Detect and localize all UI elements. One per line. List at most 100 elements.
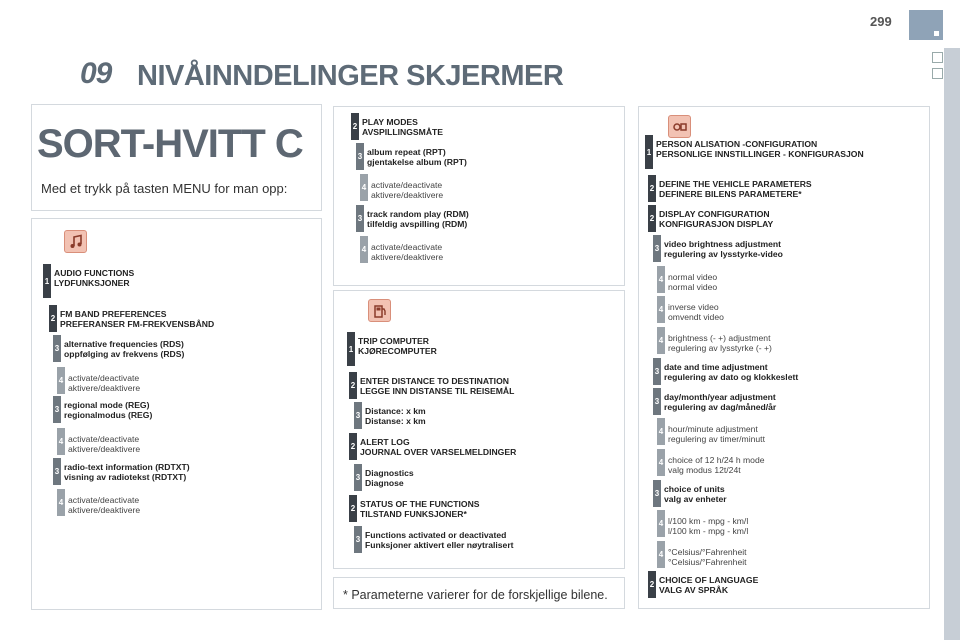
menu-item-english: track random play (RDM) (367, 209, 469, 219)
menu-item-norwegian: Funksjoner aktivert eller nøytralisert (365, 540, 514, 550)
menu-item-english: ENTER DISTANCE TO DESTINATION (360, 376, 509, 386)
level-marker: 3 (356, 143, 364, 170)
menu-item-english: brightness (- +) adjustment (668, 333, 771, 343)
menu-item-norwegian: °Celsius/°Fahrenheit (668, 557, 747, 567)
menu-item-norwegian: TILSTAND FUNKSJONER* (360, 509, 467, 519)
page-title: NIVÅINNDELINGER SKJERMER (137, 60, 564, 92)
menu-item-english: °Celsius/°Fahrenheit (668, 547, 747, 557)
menu-item-english: radio-text information (RDTXT) (64, 462, 190, 472)
level-marker: 3 (356, 205, 364, 232)
menu-item-norwegian: aktivere/deaktivere (68, 505, 141, 515)
menu-item-label: alternative frequencies (RDS)oppfølging … (64, 339, 184, 359)
level-marker: 3 (354, 526, 362, 553)
menu-item-english: DEFINE THE VEHICLE PARAMETERS (659, 179, 812, 189)
menu-item-norwegian: AVSPILLINGSMÅTE (362, 127, 444, 137)
menu-item-norwegian: Diagnose (365, 478, 404, 488)
menu-item-english: regional mode (REG) (64, 400, 150, 410)
level-marker: 2 (349, 433, 357, 460)
level-marker: 2 (648, 571, 656, 598)
level-marker: 4 (57, 428, 65, 455)
menu-item-english: activate/deactivate (68, 495, 140, 505)
level-marker: 4 (57, 367, 65, 394)
level-marker: 1 (43, 264, 51, 298)
menu-item-english: AUDIO FUNCTIONS (54, 268, 135, 278)
level-marker: 2 (648, 205, 656, 232)
trip-computer-panel (333, 290, 625, 569)
level-marker: 4 (657, 296, 665, 323)
menu-item-norwegian: regulering av lysstyrke (- +) (668, 343, 772, 353)
level-marker: 4 (360, 236, 368, 263)
menu-item-english: inverse video (668, 302, 719, 312)
menu-item-english: Distance: x km (365, 406, 426, 416)
menu-item-norwegian: aktivere/deaktivere (68, 444, 141, 454)
side-bar (944, 48, 960, 640)
menu-item-english: PLAY MODES (362, 117, 418, 127)
menu-item-norwegian: normal video (668, 282, 718, 292)
menu-item-norwegian: valg modus 12t/24t (668, 465, 741, 475)
menu-item-english: date and time adjustment (664, 362, 768, 372)
menu-item-norwegian: regulering av dato og klokkeslett (664, 372, 799, 382)
menu-item-norwegian: regulering av timer/minutt (668, 434, 765, 444)
side-tab-marker (932, 68, 943, 79)
intro-text: Med et trykk på tasten MENU for man opp: (41, 181, 288, 196)
menu-item-english: normal video (668, 272, 718, 282)
menu-item-norwegian: regulering av lysstyrke-video (664, 249, 783, 259)
menu-item-label: radio-text information (RDTXT)visning av… (64, 462, 190, 482)
level-marker: 3 (53, 396, 61, 423)
level-marker: 2 (349, 372, 357, 399)
menu-item-norwegian: KJØRECOMPUTER (358, 346, 437, 356)
menu-item-norwegian: regulering av dag/måned/år (664, 402, 777, 412)
menu-item-norwegian: LYDFUNKSJONER (54, 278, 130, 288)
menu-item-norwegian: PREFERANSER FM-FREKVENSBÅND (60, 319, 215, 329)
menu-item-norwegian: aktivere/deaktivere (68, 383, 141, 393)
level-marker: 1 (645, 135, 653, 169)
menu-item-english: CHOICE OF LANGUAGE (659, 575, 759, 585)
menu-item-english: Functions activated or deactivated (365, 530, 507, 540)
menu-item-english: PERSON ALISATION -CONFIGURATION (656, 139, 818, 149)
menu-item-english: activate/deactivate (371, 180, 443, 190)
settings-icon (668, 115, 691, 138)
menu-item-english: day/month/year adjustment (664, 392, 776, 402)
play-modes-panel (333, 106, 625, 286)
menu-item-english: l/100 km - mpg - km/l (668, 516, 749, 526)
level-marker: 2 (351, 113, 359, 140)
level-marker: 4 (657, 449, 665, 476)
level-marker: 3 (53, 335, 61, 362)
level-marker: 3 (53, 458, 61, 485)
menu-item-english: TRIP COMPUTER (358, 336, 429, 346)
menu-item-english: STATUS OF THE FUNCTIONS (360, 499, 480, 509)
configuration-panel (638, 106, 930, 609)
menu-item-norwegian: aktivere/deaktivere (371, 252, 444, 262)
menu-item-norwegian: omvendt video (668, 312, 724, 322)
menu-item-norwegian: visning av radiotekst (RDTXT) (64, 472, 187, 482)
menu-item-english: activate/deactivate (68, 434, 140, 444)
footnote-panel (333, 577, 625, 609)
level-marker: 3 (653, 388, 661, 415)
menu-item-label: °Celsius/°Fahrenheit°Celsius/°Fahrenheit (668, 547, 747, 567)
menu-item-english: alternative frequencies (RDS) (64, 339, 184, 349)
level-marker: 4 (657, 266, 665, 293)
chapter-number: 09 (80, 57, 112, 90)
menu-item-norwegian: aktivere/deaktivere (371, 190, 444, 200)
menu-item-english: choice of units (664, 484, 725, 494)
section-heading: SORT-HVITT C (37, 122, 304, 166)
menu-item-english: hour/minute adjustment (668, 424, 758, 434)
menu-item-english: album repeat (RPT) (367, 147, 446, 157)
